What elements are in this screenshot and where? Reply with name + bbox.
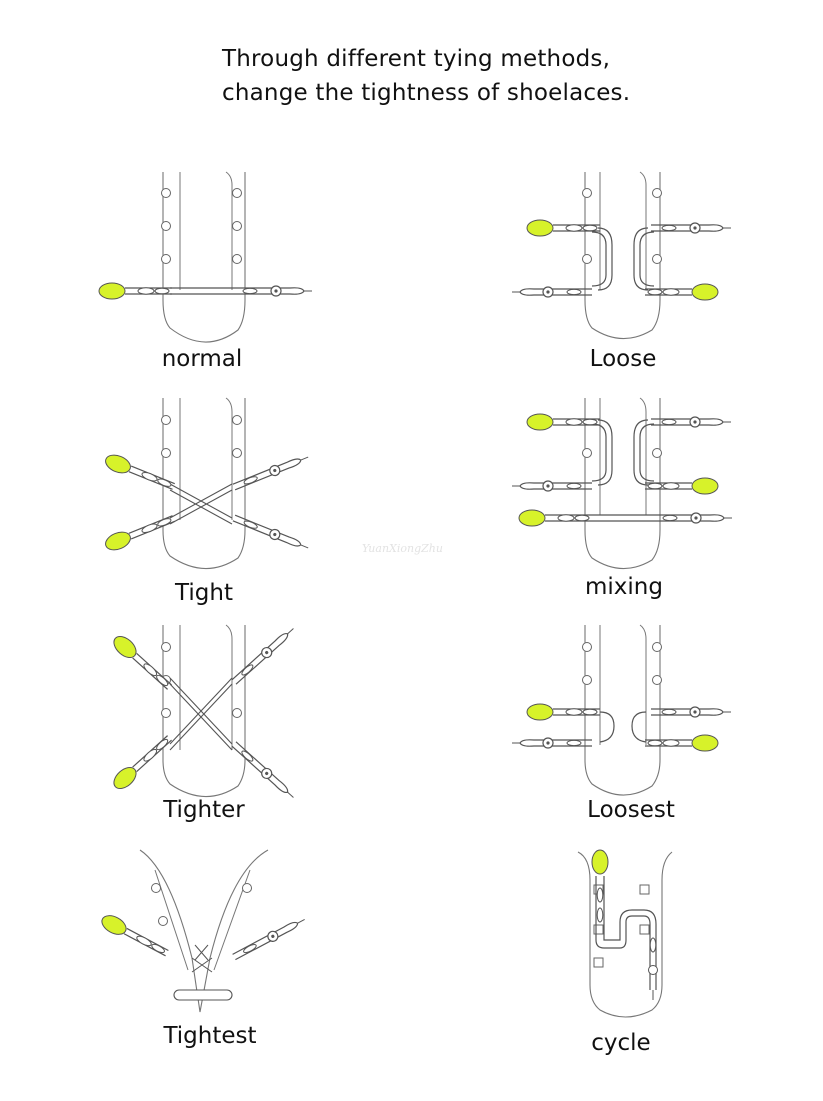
diagram-loosest bbox=[511, 624, 732, 796]
page-title: Through different tying methods, change … bbox=[222, 42, 782, 110]
label-tighter: Tighter bbox=[163, 797, 245, 823]
diagram-tighter bbox=[109, 624, 298, 802]
label-normal: normal bbox=[161, 346, 243, 372]
diagram-loose bbox=[511, 171, 732, 340]
label-tightest: Tightest bbox=[163, 1023, 257, 1049]
title-line-2: change the tightness of shoelaces. bbox=[222, 80, 631, 106]
diagram-cycle bbox=[577, 849, 673, 1018]
label-loosest: Loosest bbox=[587, 797, 675, 823]
watermark: YuanXiongZhu bbox=[362, 542, 443, 555]
title-line-1: Through different tying methods, bbox=[222, 46, 611, 72]
diagram-normal bbox=[98, 171, 313, 343]
diagram-tight bbox=[102, 397, 311, 570]
label-tight: Tight bbox=[175, 580, 233, 606]
label-mixing: mixing bbox=[585, 574, 663, 600]
label-loose: Loose bbox=[589, 346, 657, 372]
label-cycle: cycle bbox=[591, 1030, 651, 1056]
diagram-mixing bbox=[511, 397, 733, 570]
diagram-tightest bbox=[98, 849, 308, 1013]
